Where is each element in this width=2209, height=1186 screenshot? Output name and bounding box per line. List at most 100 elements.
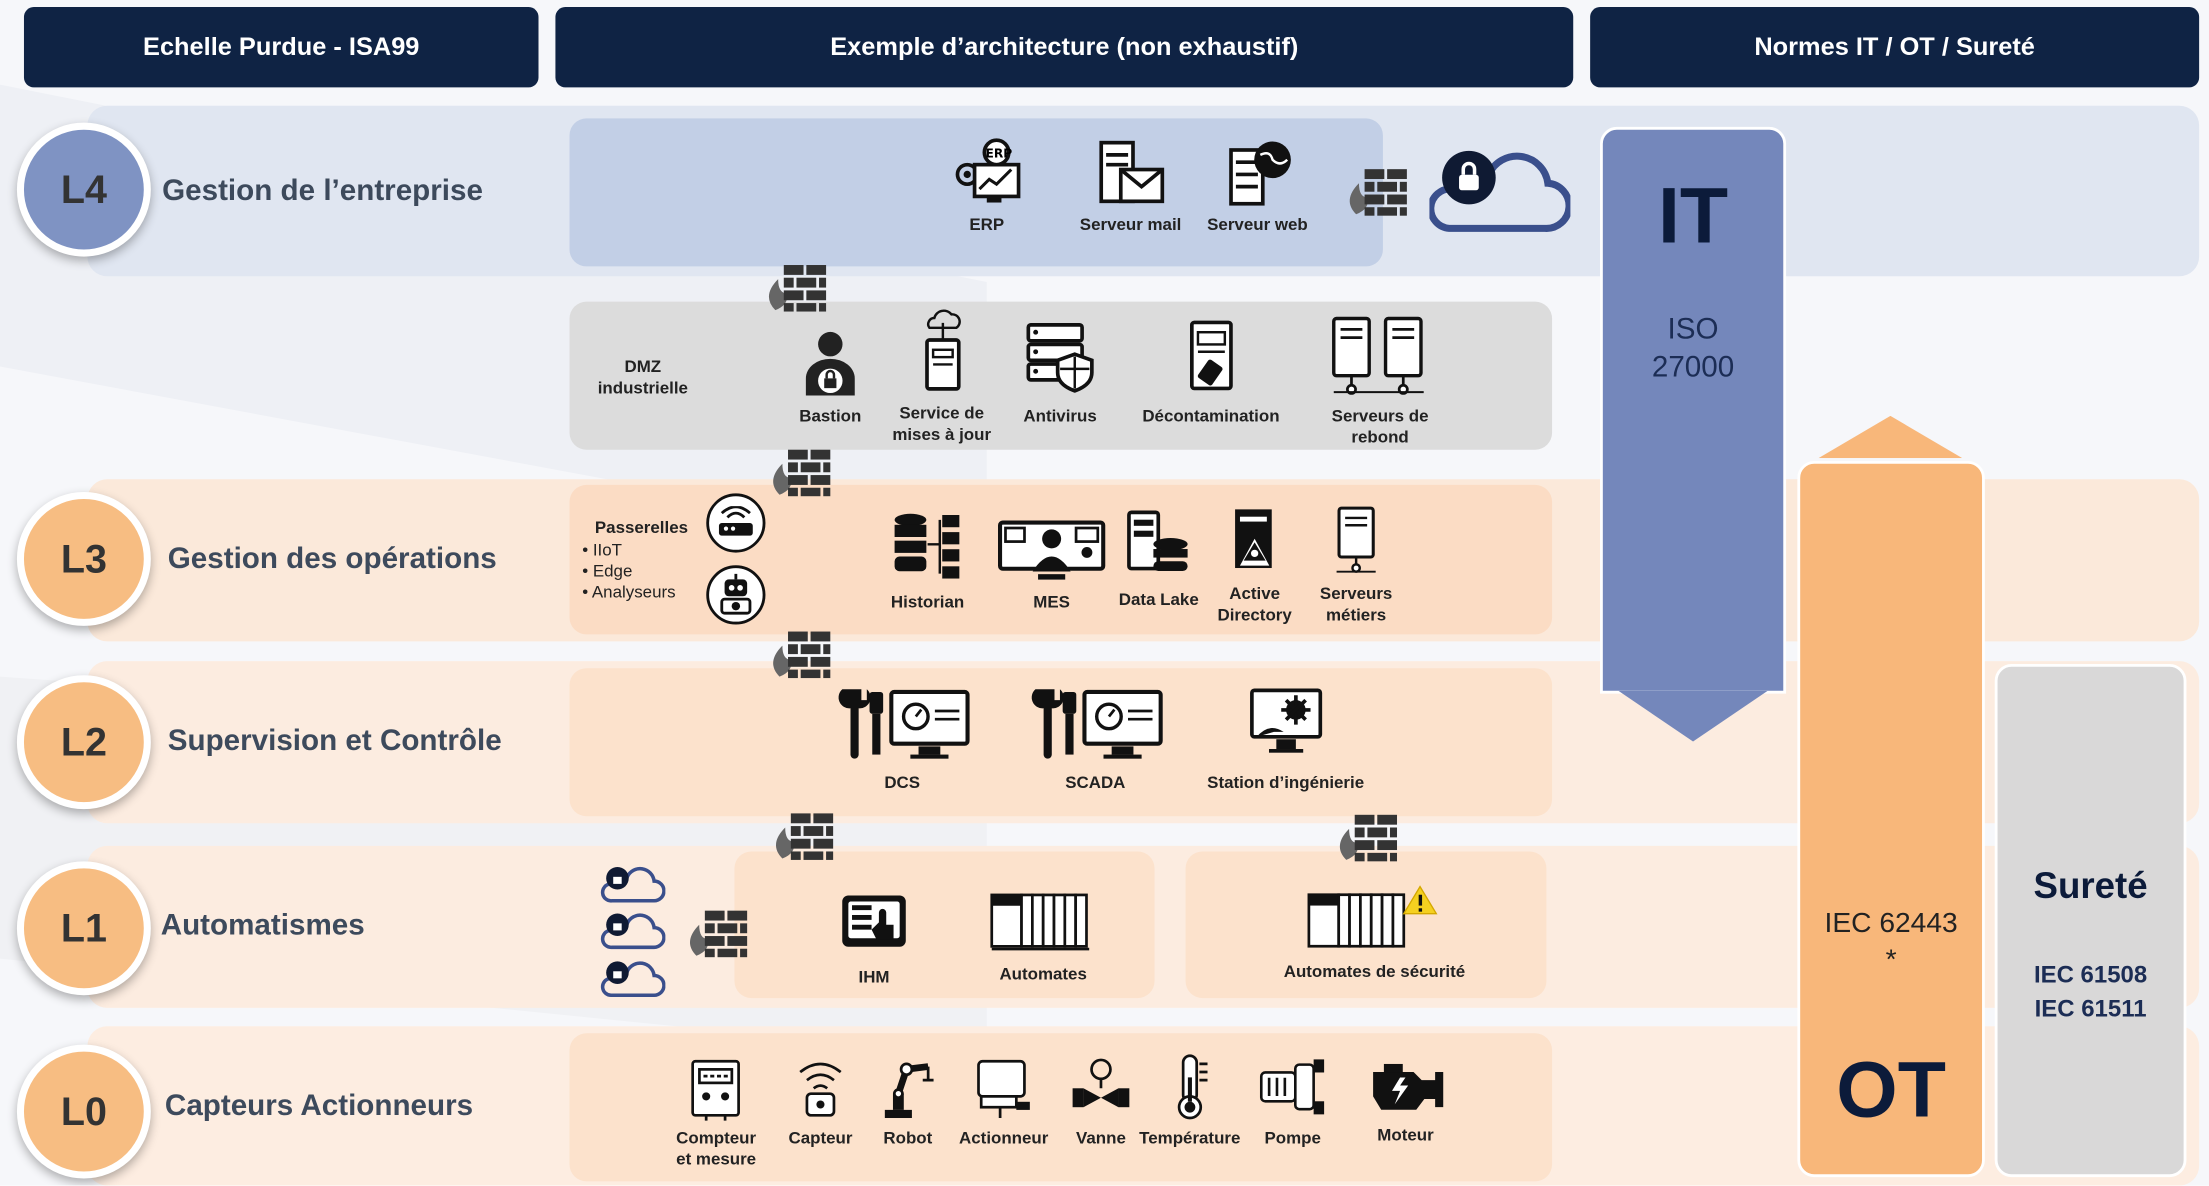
safety-plc-icon <box>1304 882 1445 955</box>
dcs-label: DCS <box>884 772 921 793</box>
engineering-station-icon <box>1246 682 1325 767</box>
robot-label: Robot <box>883 1127 933 1148</box>
mes-item: MES <box>995 510 1108 613</box>
decontamination-label: Décontamination <box>1142 405 1280 426</box>
thermometer-icon <box>1150 1052 1229 1122</box>
bastion-item: Bastion <box>791 327 870 427</box>
rebond-item: Serveurs de rebond <box>1327 313 1434 448</box>
firewall-icon-l1-remote <box>689 910 748 958</box>
gateway-iiot-label: IIoT <box>592 539 622 560</box>
actuator-icon <box>964 1054 1043 1122</box>
cloud-lock-icon-2 <box>600 913 666 950</box>
router-icon <box>706 493 766 553</box>
gateway-analyseurs: • Analyseurs <box>582 582 676 602</box>
dcs-item: DCS <box>832 685 973 794</box>
header-purdue-label: Echelle Purdue - ISA99 <box>143 32 420 61</box>
plc-icon <box>987 888 1100 958</box>
datalake-item: Data Lake <box>1119 505 1199 611</box>
level-l4-code: L4 <box>60 167 107 211</box>
level-l3-code: L3 <box>60 536 107 581</box>
historian-icon <box>888 505 967 587</box>
ot-title: OT <box>1836 1044 1946 1134</box>
antivirus-icon <box>1021 313 1100 400</box>
web-server-item: Serveur web <box>1207 135 1308 235</box>
header-architecture: Exemple d’architecture (non exhaustif) <box>555 7 1574 88</box>
level-l2-name: Supervision et Contrôle <box>167 724 502 758</box>
gateway-analyseurs-label: Analyseurs <box>591 582 676 602</box>
safety-plc-label: Automates de sécurité <box>1283 961 1466 982</box>
gateways-title: Passerelles <box>594 517 689 538</box>
actuator-item: Actionneur <box>959 1054 1048 1148</box>
valve-item: Vanne <box>1062 1054 1141 1148</box>
header-purdue: Echelle Purdue - ISA99 <box>23 7 539 88</box>
firewall-icon-l4 <box>1349 169 1407 216</box>
ot-standard: IEC 62443 * <box>1824 907 1958 976</box>
scada-item: SCADA <box>1025 685 1166 794</box>
robot-analyzer-icon <box>706 565 766 625</box>
pump-icon <box>1253 1052 1332 1122</box>
header-normes: Normes IT / OT / Sureté <box>1590 7 2200 88</box>
safety-plc-item: Automates de sécurité <box>1284 882 1465 982</box>
scada-label: SCADA <box>1065 772 1126 793</box>
updates-item: Service de mises à jour <box>892 304 991 445</box>
mail-server-label: Serveur mail <box>1079 214 1182 235</box>
level-l2-code: L2 <box>60 719 107 764</box>
meter-icon <box>677 1054 756 1122</box>
cloud-lock-icon-1 <box>600 866 666 903</box>
temperature-item: Température <box>1139 1052 1240 1149</box>
level-l1-name: Automatismes <box>160 909 365 942</box>
motor-icon <box>1360 1054 1450 1119</box>
firewall-icon-safety <box>1339 814 1398 862</box>
active-directory-item: Active Directory <box>1215 502 1294 626</box>
business-servers-label: Serveurs métiers <box>1319 583 1393 625</box>
gateway-edge-label: Edge <box>592 561 633 581</box>
data-lake-icon <box>1119 505 1198 584</box>
plc-item: Automates <box>987 888 1100 985</box>
dmz-title: DMZ industrielle <box>597 356 688 398</box>
surete-column <box>1994 663 2187 1178</box>
level-l4-name: Gestion de l’entreprise <box>162 174 483 208</box>
active-directory-label: Active Directory <box>1217 583 1292 625</box>
motor-item: Moteur <box>1360 1054 1450 1146</box>
it-title: IT <box>1657 170 1729 260</box>
decontamination-item: Décontamination <box>1142 313 1280 427</box>
dcs-icon <box>832 685 973 767</box>
level-l0-badge: L0 <box>16 1044 151 1179</box>
cloud-lock-icon <box>1429 150 1571 232</box>
hmi-icon <box>835 888 914 961</box>
gateway-iiot: • IIoT <box>582 539 622 560</box>
ot-column <box>1797 460 1985 1178</box>
robot-arm-icon <box>868 1052 947 1122</box>
mail-server-item: Serveur mail <box>1079 135 1182 235</box>
robot-item: Robot <box>868 1052 947 1149</box>
sensor-icon <box>781 1054 860 1122</box>
svg-text:ERP: ERP <box>986 146 1013 160</box>
plc-label: Automates <box>999 964 1087 984</box>
level-l3-badge: L3 <box>16 491 151 626</box>
historian-item: Historian <box>888 505 967 614</box>
level-l0-name: Capteurs Actionneurs <box>164 1089 474 1123</box>
surete-title: Sureté <box>2033 864 2148 907</box>
business-servers-item: Serveurs métiers <box>1317 502 1396 626</box>
updates-label: Service de mises à jour <box>892 403 992 445</box>
sensor-label: Capteur <box>788 1127 853 1148</box>
meter-label: Compteur et mesure <box>676 1127 757 1169</box>
ot-up-arrow-icon <box>1818 415 1963 459</box>
web-server-icon <box>1218 135 1297 208</box>
antivirus-item: Antivirus <box>1021 313 1100 427</box>
hmi-label: IHM <box>858 967 890 987</box>
web-server-label: Serveur web <box>1207 214 1308 235</box>
surete-standards: IEC 61508 IEC 61511 <box>2033 961 2148 1023</box>
erp-label: ERP <box>969 214 1005 235</box>
firewall-icon-dmz-l3 <box>773 449 831 497</box>
level-l1-badge: L1 <box>16 861 151 996</box>
valve-label: Vanne <box>1076 1127 1126 1148</box>
decontamination-station-icon <box>1171 313 1250 400</box>
bastion-label: Bastion <box>799 405 862 426</box>
sensor-item: Capteur <box>781 1054 860 1148</box>
pump-label: Pompe <box>1264 1127 1321 1148</box>
gateways-list: • IIoT • Edge • Analyseurs <box>582 540 675 603</box>
firewall-icon-l4-dmz <box>768 265 827 312</box>
motor-label: Moteur <box>1377 1124 1434 1145</box>
